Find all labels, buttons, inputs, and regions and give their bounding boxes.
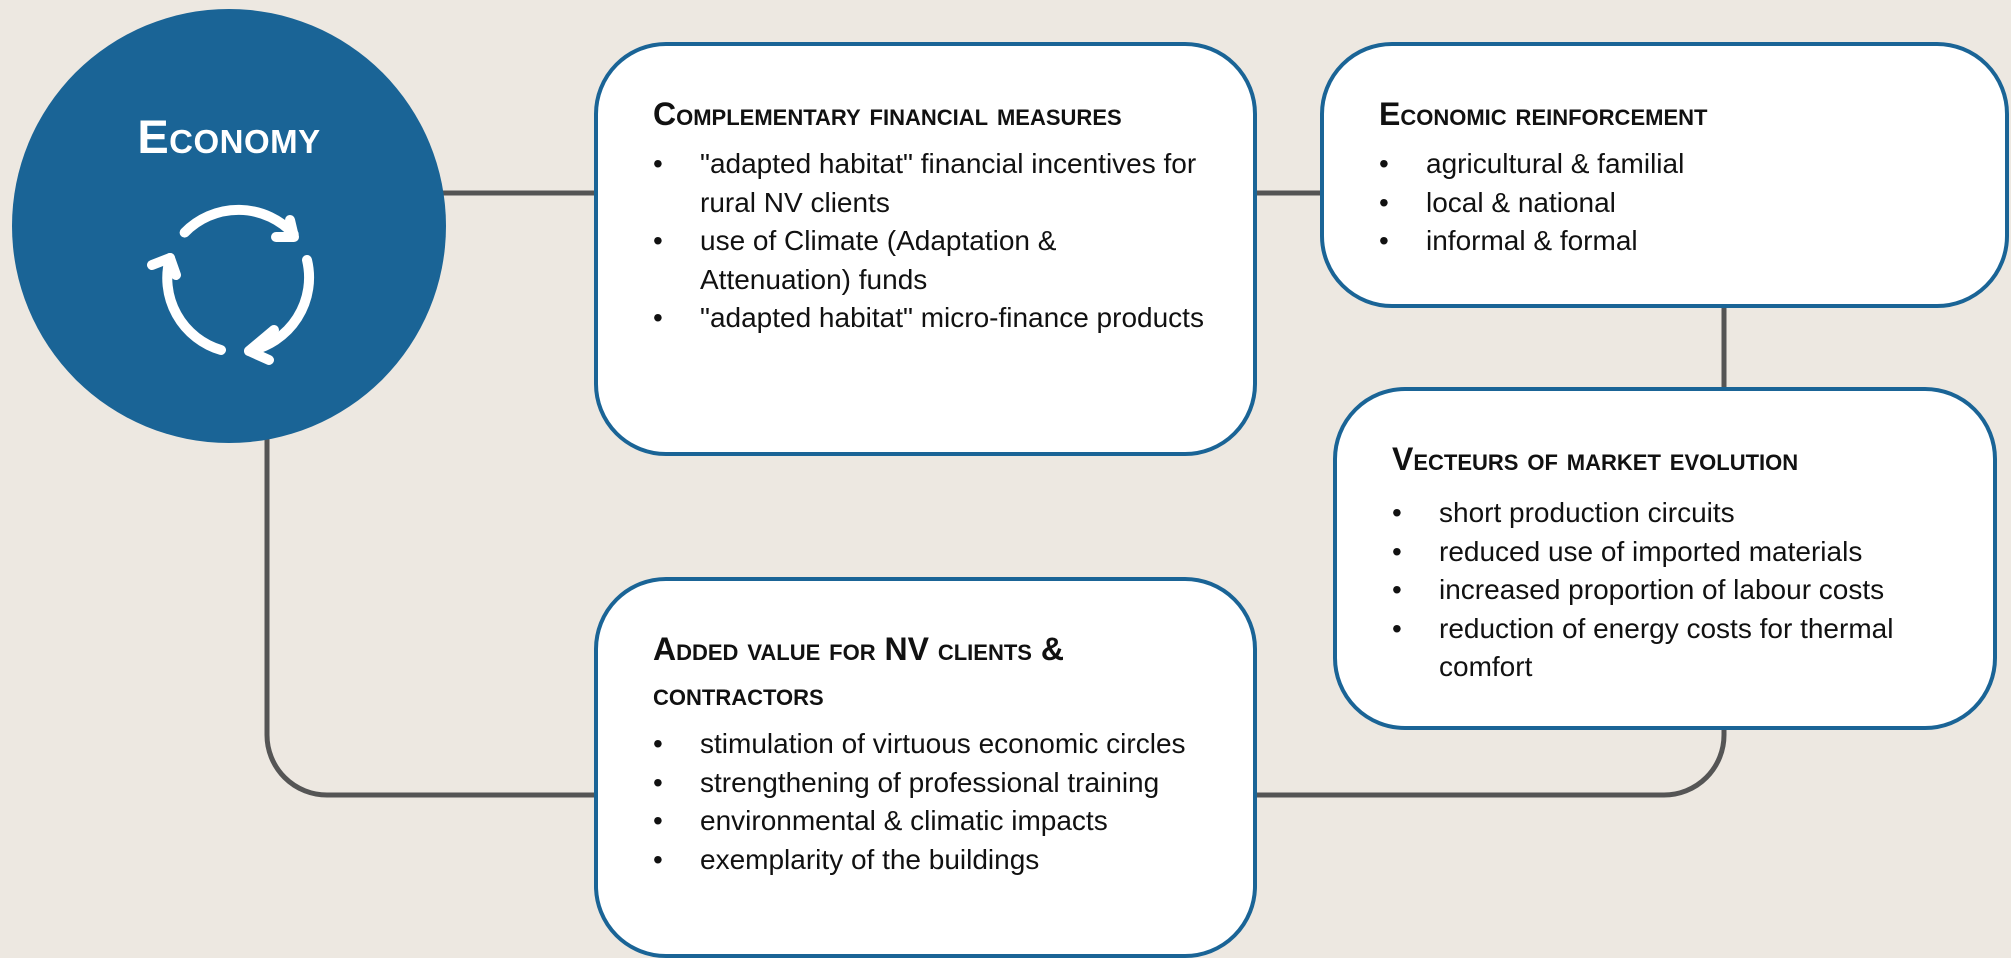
list-item: agricultural & familial [1379,145,1965,184]
list-item: short production circuits [1392,494,1963,533]
list-item: "adapted habitat" micro-finance products [653,299,1213,338]
list-item: local & national [1379,184,1965,223]
list-item: strengthening of professional training [653,764,1213,803]
list-item: "adapted habitat" financial incentives f… [653,145,1213,222]
card-title: Complementary financial measures [653,96,1122,132]
connector-hub-to-added [264,437,596,798]
list-item: increased proportion of labour costs [1392,571,1963,610]
hub-title: Economy [137,110,321,163]
card-title: Economic reinforcement [1379,96,1708,132]
card-added-value: Added value for NV clients & contractors… [594,577,1257,958]
bullet-list: "adapted habitat" financial incentives f… [653,145,1213,338]
list-item: exemplarity of the buildings [653,841,1213,880]
bullet-list: short production circuits reduced use of… [1392,494,1963,687]
card-title: Added value for NV clients & contractors [653,631,1064,712]
bullet-list: agricultural & familial local & national… [1379,145,1965,261]
cycle-arrows-icon [147,204,314,365]
card-complementary-financial-measures: Complementary financial measures "adapte… [594,42,1257,456]
card-market-evolution: Vecteurs of market evolution short produ… [1333,387,1997,730]
economy-hub-circle: Economy [12,9,446,443]
list-item: reduction of energy costs for thermal co… [1392,610,1963,687]
list-item: environmental & climatic impacts [653,802,1213,841]
list-item: informal & formal [1379,222,1965,261]
card-economic-reinforcement: Economic reinforcement agricultural & fa… [1320,42,2009,308]
list-item: stimulation of virtuous economic circles [653,725,1213,764]
list-item: reduced use of imported materials [1392,533,1963,572]
bullet-list: stimulation of virtuous economic circles… [653,725,1213,879]
list-item: use of Climate (Adaptation & Attenuation… [653,222,1213,299]
card-title: Vecteurs of market evolution [1392,441,1799,477]
connector-market-to-added [1255,728,1727,798]
